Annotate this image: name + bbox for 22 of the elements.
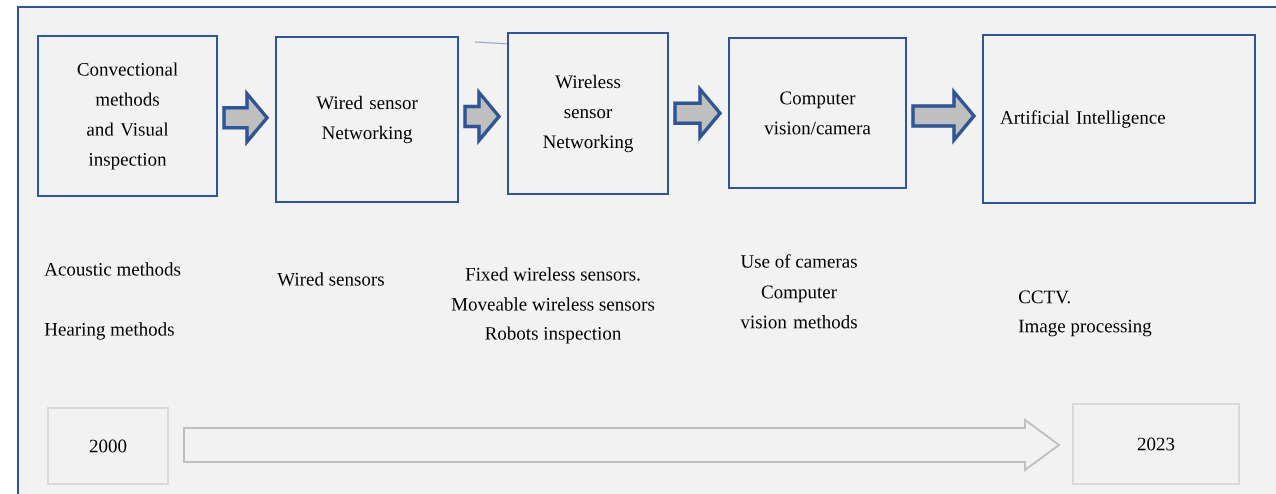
note-text: Wired sensors: [277, 272, 384, 286]
process-box: Wireless sensor Networking: [507, 32, 669, 195]
year-box: 2023: [1072, 403, 1240, 485]
note-text: Robots inspection: [485, 326, 622, 344]
process-box: Artificial Intelligence: [982, 34, 1256, 204]
block-arrow: [911, 87, 977, 145]
block-arrow: [673, 84, 723, 143]
process-box: Wired sensor Networking: [275, 36, 459, 203]
timeline-arrow: [183, 418, 1061, 472]
block-arrow: [222, 88, 270, 147]
block-arrow: [463, 87, 502, 146]
note-text: Acoustic methods: [44, 262, 181, 276]
note-text: CCTV.: [1019, 290, 1070, 304]
note-text: Moveable wireless sensors: [451, 297, 655, 311]
note-text: Hearing methods: [44, 322, 174, 340]
year-box: 2000: [47, 407, 169, 485]
note-text: Image processing: [1018, 319, 1152, 337]
note-text: Computer vision methods: [740, 285, 857, 329]
note-text: Fixed wireless sensors.: [465, 267, 640, 281]
process-box: Convectional methods and Visual inspection: [37, 35, 218, 197]
note-text: Use of cameras: [740, 254, 857, 268]
process-box: Computer vision/camera: [728, 37, 907, 189]
